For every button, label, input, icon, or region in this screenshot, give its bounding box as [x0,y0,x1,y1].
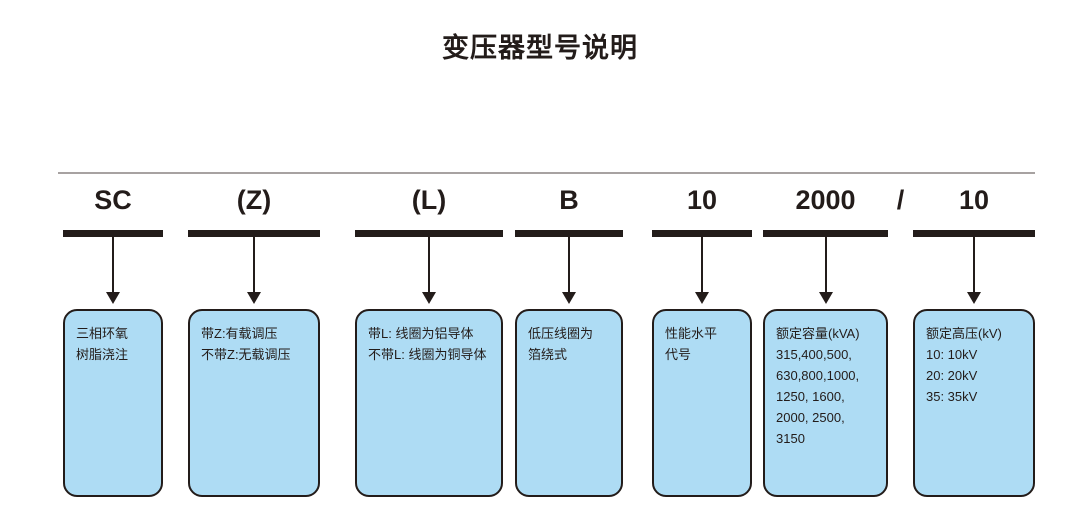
description-line: 3150 [776,431,805,446]
segment-code: B [559,185,579,215]
down-arrow-icon [106,237,120,304]
down-arrow-icon [695,237,709,304]
segment-description-box: 带Z:有载调压不带Z:无载调压 [188,309,320,497]
page-title: 变压器型号说明 [442,33,638,63]
description-line: 315,400,500, [776,347,852,362]
segment-code: (L) [411,185,447,215]
description-line: 带Z:有载调压 [201,326,278,341]
segment-underline [188,230,320,237]
segment-code: SC [94,185,132,215]
segment-underline [652,230,752,237]
description-line: 35: 35kV [926,389,978,404]
description-line: 三相环氧 [76,326,129,341]
description-line: 低压线圈为 [528,326,594,341]
down-arrow-icon [818,237,833,304]
segment-code: (Z) [236,185,272,215]
description-line: 不带Z:无载调压 [201,347,291,362]
down-arrow-icon [967,237,981,304]
description-line: 树脂浇注 [76,347,129,362]
segment-description-box: 额定高压(kV) 10: 10kV 20: 20kV 35: 35kV [913,309,1035,497]
description-line: 额定容量(kVA) [776,326,860,341]
description-line: 代号 [665,347,692,362]
description-line: 20: 20kV [926,368,978,383]
segment-code: 10 [686,185,718,215]
description-line: 1250, 1600, [776,389,845,404]
segment-track: SC 三相环氧树脂浇注 (Z) 带Z:有载调压不带Z:无载调压 (L) 带L: 线圈为铝导… [0,182,1080,502]
segment-description-box: 额定容量(kVA) 315,400,500, 630,800,1000, 1250, … [763,309,888,497]
header-divider [58,172,1035,174]
down-arrow-icon [422,237,436,304]
segment-code: 2000 [795,185,856,215]
description-line: 2000, 2500, [776,410,845,425]
segment-underline [763,230,888,237]
segment-description-box: 性能水平代号 [652,309,752,497]
description-line: 箔绕式 [528,347,568,362]
segment-underline [63,230,163,237]
description-line: 带L: 线圈为铝导体 [368,326,474,341]
down-arrow-icon [562,237,576,304]
segment-underline [355,230,503,237]
segment-underline [913,230,1035,237]
description-line: 10: 10kV [926,347,978,362]
segment-description-box: 低压线圈为箔绕式 [515,309,623,497]
description-line: 额定高压(kV) [926,326,1002,341]
segment-code: 10 [958,185,990,215]
segment-description-box: 带L: 线圈为铝导体不带L: 线圈为铜导体 [355,309,503,497]
description-line: 不带L: 线圈为铜导体 [368,347,487,362]
ratio-separator: / [896,185,905,215]
down-arrow-icon [247,237,261,304]
segment-description-box: 三相环氧树脂浇注 [63,309,163,497]
description-line: 630,800,1000, [776,368,860,383]
segment-underline [515,230,623,237]
description-line: 性能水平 [665,326,718,341]
